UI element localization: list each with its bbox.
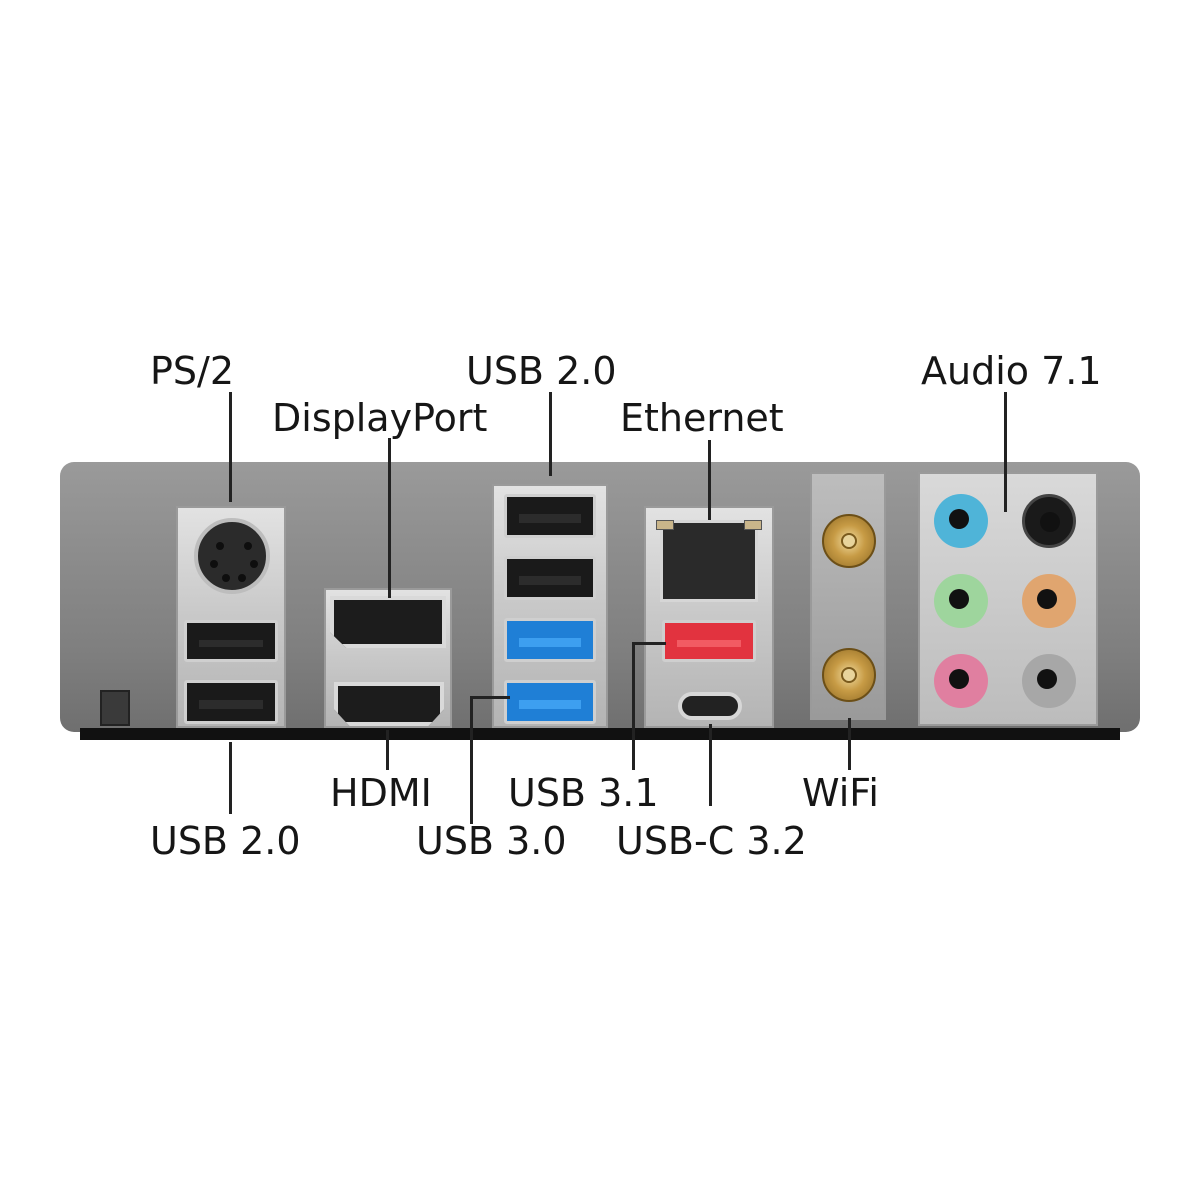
audio-jack-orange — [1022, 574, 1076, 628]
audio-jack-black — [1022, 494, 1076, 548]
usbc-port — [678, 692, 742, 720]
leader-ethernet — [708, 440, 711, 520]
usb31-port — [662, 620, 756, 662]
ethernet-port — [660, 520, 758, 602]
leader-usb30-h — [470, 696, 510, 699]
leader-usb31-h — [632, 642, 666, 645]
usb30-port-2 — [504, 680, 596, 724]
label-displayport: DisplayPort — [272, 396, 488, 440]
displayport-port — [330, 596, 446, 648]
usb20-port-left-1 — [184, 620, 278, 662]
leader-usb31 — [632, 642, 635, 770]
usb20-port-left-2 — [184, 680, 278, 724]
label-wifi: WiFi — [802, 771, 879, 815]
leader-usbc — [709, 724, 712, 806]
leader-wifi — [848, 718, 851, 770]
label-usb20-top: USB 2.0 — [466, 349, 617, 393]
audio-jack-blue — [934, 494, 988, 548]
io-shield-base — [80, 728, 1120, 740]
audio-jack-gray — [1022, 654, 1076, 708]
leader-audio — [1004, 392, 1007, 512]
leader-hdmi — [386, 730, 389, 770]
leader-usb20-bottom — [229, 742, 232, 814]
label-usbc32: USB-C 3.2 — [616, 819, 807, 863]
ethernet-led-left — [656, 520, 674, 530]
leader-usb20-top — [549, 392, 552, 476]
leader-ps2 — [229, 392, 232, 502]
label-audio: Audio 7.1 — [921, 349, 1102, 393]
label-usb30: USB 3.0 — [416, 819, 567, 863]
leader-displayport — [388, 438, 391, 598]
ps2-port — [194, 518, 270, 594]
ethernet-led-right — [744, 520, 762, 530]
usb30-port-1 — [504, 618, 596, 662]
hdmi-port — [334, 682, 444, 726]
leader-usb30 — [470, 696, 473, 824]
audio-jack-pink — [934, 654, 988, 708]
label-ethernet: Ethernet — [620, 396, 784, 440]
wifi-antenna-connector-2 — [822, 648, 876, 702]
wifi-antenna-connector-1 — [822, 514, 876, 568]
clear-cmos-button — [100, 690, 130, 726]
usb20-port-1 — [504, 494, 596, 538]
usb20-port-2 — [504, 556, 596, 600]
audio-jack-green — [934, 574, 988, 628]
label-usb31: USB 3.1 — [508, 771, 659, 815]
label-usb20-bottom: USB 2.0 — [150, 819, 301, 863]
label-hdmi: HDMI — [330, 771, 432, 815]
label-ps2: PS/2 — [150, 349, 235, 393]
